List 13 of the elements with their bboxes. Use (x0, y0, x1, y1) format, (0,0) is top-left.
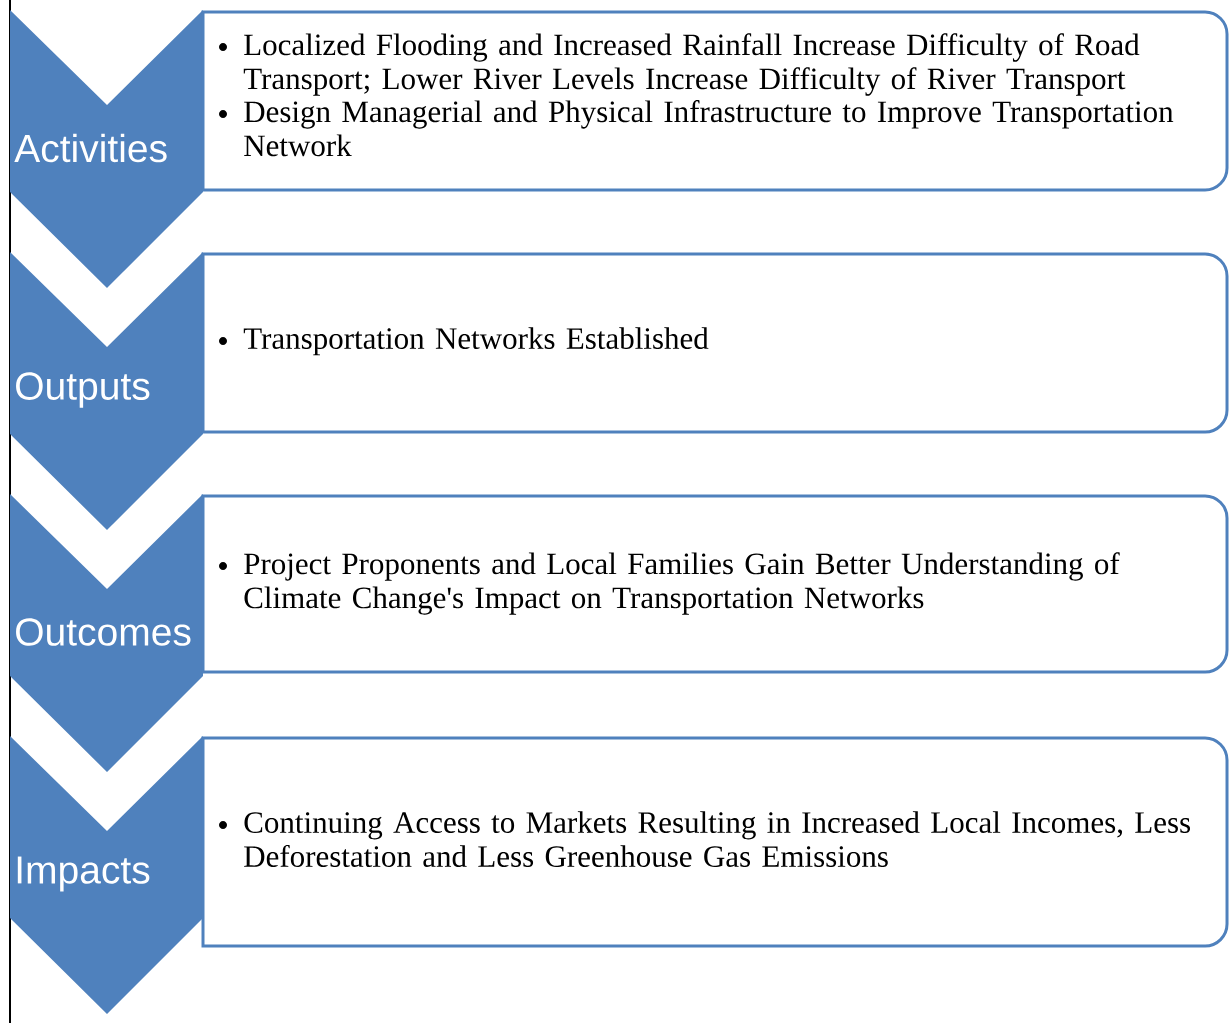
bullet-text: Project Proponents and Local Families Gain Better Understanding of Climate Change's Impact on Transportation Networks (244, 552, 1120, 615)
stage-band: Impacts (10, 736, 203, 1014)
stage-band: Activities (10, 10, 203, 288)
bullet-text: Transportation Networks Established (243, 327, 709, 356)
text-box (201, 10, 1229, 192)
bullet-text: Design Managerial and Physical Infrastructure to Improve Transportation Network (244, 100, 1174, 157)
text-box (201, 736, 1229, 948)
text-box (201, 494, 1229, 674)
bullet-text: Localized Flooding and Increased Rainfall Increase Difficulty of Road Transport; Lower River Levels Increase Difficulty of River Transport (243, 33, 1140, 96)
bullet-text: Continuing Access to Markets Resulting in Increased Local Incomes, Less Deforestation and Less Greenhouse Gas Emissions (244, 811, 1190, 867)
stage-band: Outcomes (10, 494, 203, 772)
stage-band: Outputs (10, 252, 203, 530)
text-box (201, 252, 1229, 434)
